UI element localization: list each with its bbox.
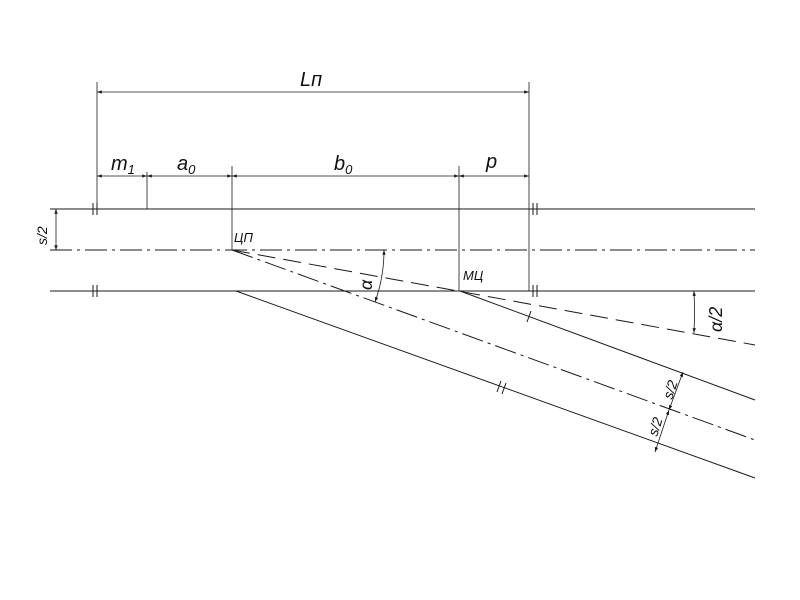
- point-labels: ЦП МЦ: [234, 230, 484, 283]
- branch-track-axis: [231, 249, 756, 441]
- label-center-switch: ЦП: [234, 230, 253, 245]
- label-half-alpha: α/2: [706, 307, 726, 332]
- dimension-half-gauge-branch: s/2 s/2: [645, 371, 684, 453]
- half-angle-line: [231, 249, 756, 346]
- label-alpha: α: [356, 279, 376, 290]
- label-total: Lп: [300, 69, 322, 91]
- diverging-track: [231, 249, 756, 479]
- main-track: [50, 203, 755, 297]
- label-frog-center: МЦ: [463, 268, 484, 283]
- extension-lines: [50, 82, 530, 291]
- branch-rail-top: [459, 290, 756, 401]
- dimension-total: Lп: [97, 69, 529, 94]
- angle-half-alpha: α/2: [692, 290, 726, 334]
- dimension-half-gauge-left: s/2: [34, 209, 58, 250]
- label-half-gauge-left: s/2: [34, 226, 50, 245]
- label-p: p: [485, 151, 497, 173]
- dimension-segments: m1 a0 b0 p: [97, 151, 529, 178]
- angle-alpha: α: [356, 249, 386, 303]
- label-half-gauge-branch-2: s/2: [645, 415, 666, 438]
- label-half-gauge-branch-1: s/2: [660, 378, 681, 401]
- label-a0: a0: [177, 153, 196, 177]
- label-b0: b0: [334, 153, 353, 177]
- branch-joint-mark: [526, 310, 532, 323]
- label-m1: m1: [111, 153, 135, 177]
